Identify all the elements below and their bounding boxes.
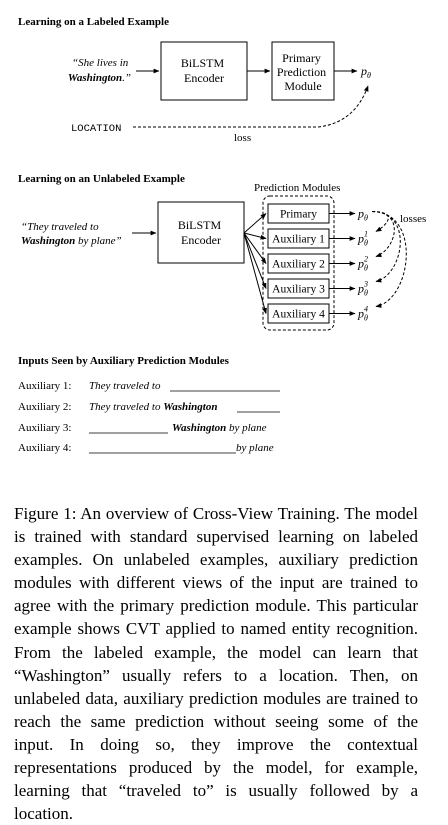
encoder-to-module-arrow xyxy=(243,213,267,234)
loss-dashed-arc xyxy=(371,211,407,308)
loss-dashed-arrow xyxy=(133,85,369,128)
primary-prediction-module-label: Primary Prediction Module xyxy=(277,51,329,93)
labeled-sentence: “She lives in Washington.” xyxy=(68,57,131,84)
unlabeled-section-title: Learning on an Unlabeled Example xyxy=(18,173,185,185)
prediction-modules-title: Prediction Modules xyxy=(254,182,340,194)
loss-dashed-arc xyxy=(371,211,395,257)
primary-prediction-module-box xyxy=(271,41,335,101)
cvt-diagram: Learning on a Labeled Example “She lives… xyxy=(18,16,426,454)
encoder-to-module-arrow xyxy=(243,232,267,290)
prediction-module-label: Primary xyxy=(280,209,317,221)
unlabeled-encoder-label: BiLSTM Encoder xyxy=(178,218,224,247)
encoder-to-module-arrow xyxy=(243,232,267,315)
encoder-to-module-arrow xyxy=(243,232,267,240)
location-label: LOCATION xyxy=(71,123,121,135)
losses-label: losses xyxy=(400,213,426,225)
labeled-output-p-theta: pθ xyxy=(360,64,371,80)
prediction-module-label: Auxiliary 1 xyxy=(272,234,325,246)
unlabeled-encoder-box xyxy=(157,201,245,264)
aux-input-text: They traveled to Washington xyxy=(89,401,217,413)
encoder-to-module-arrow xyxy=(243,232,267,264)
aux-input-text: They traveled to xyxy=(89,380,161,392)
prediction-module-label: Auxiliary 2 xyxy=(272,259,325,271)
aux-input-text: by plane xyxy=(236,442,274,454)
aux-input-label: Auxiliary 4: xyxy=(18,442,71,454)
aux-input-label: Auxiliary 1: xyxy=(18,380,71,392)
prediction-module-label: Auxiliary 3 xyxy=(272,284,325,296)
figure-caption: Figure 1: An overview of Cross-View Trai… xyxy=(14,504,418,824)
loss-dashed-arc xyxy=(371,211,389,232)
unlabeled-sentence: “They traveled to Washington by plane” xyxy=(21,221,122,247)
aux-input-label: Auxiliary 3: xyxy=(18,422,71,434)
aux-input-label: Auxiliary 2: xyxy=(18,401,71,413)
module-output-label: pθ xyxy=(357,207,368,223)
prediction-module-label: Auxiliary 4 xyxy=(272,309,325,321)
inputs-section-title: Inputs Seen by Auxiliary Prediction Modu… xyxy=(18,355,230,367)
labeled-encoder-label: BiLSTM Encoder xyxy=(181,56,227,85)
labeled-section-title: Learning on a Labeled Example xyxy=(18,16,169,28)
loss-label: loss xyxy=(234,132,251,144)
aux-input-text: Washington by plane xyxy=(172,422,267,434)
inputs-layer: Auxiliary 1: They traveled to Auxiliary 2… xyxy=(18,380,280,454)
